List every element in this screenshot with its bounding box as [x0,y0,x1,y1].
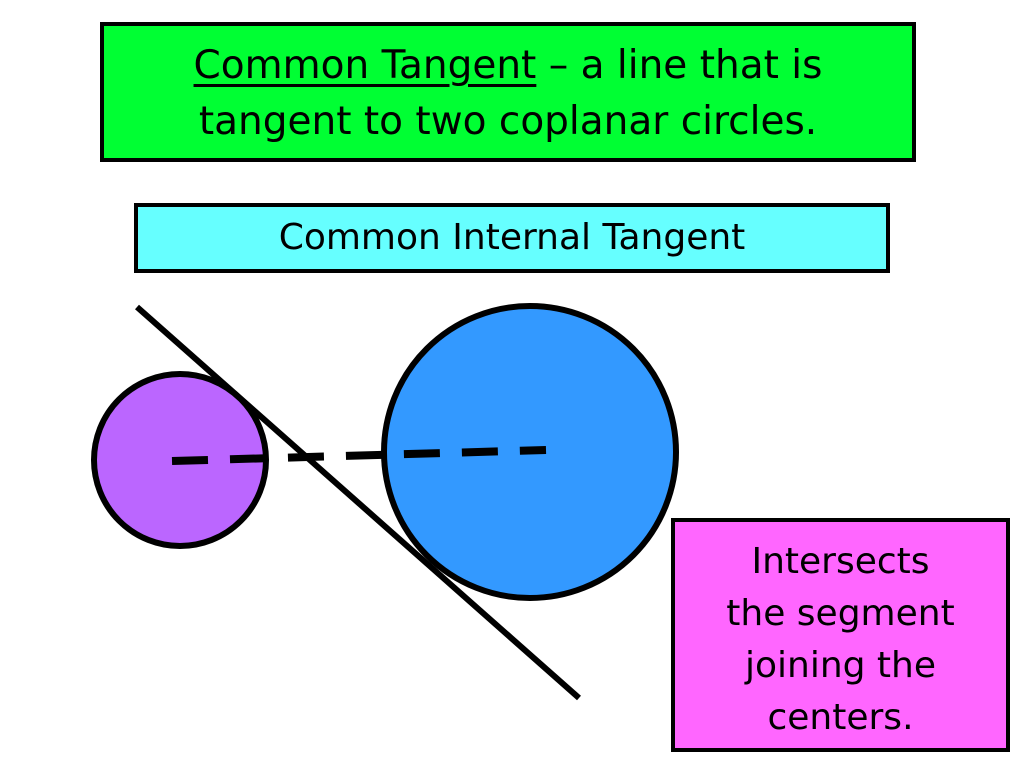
centers-segment [171,446,547,465]
note-line: joining the [744,645,937,686]
diagram-title-box: Common Internal Tangent [134,203,890,273]
definition-box: Common Tangent – a line that is tangent … [100,22,916,162]
definition-text: – a line that is tangent to two coplanar… [198,43,823,144]
diagram-title: Common Internal Tangent [278,217,746,258]
definition-term: Common Tangent [193,43,537,88]
note-line: centers. [767,697,914,738]
note-line: the segment [726,593,955,634]
internal-tangent-line [135,304,581,701]
note-box: Intersects the segment joining the cente… [671,518,1010,752]
note-line: Intersects [751,541,930,582]
